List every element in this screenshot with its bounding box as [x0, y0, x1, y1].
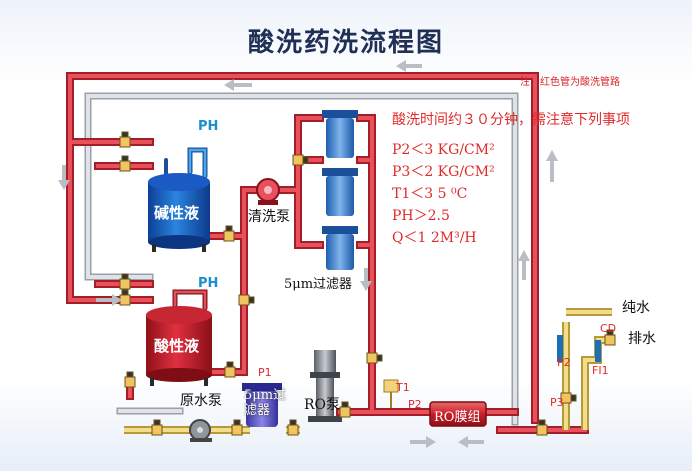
raw-water-pump	[189, 419, 212, 442]
valve	[339, 401, 351, 418]
valve	[151, 419, 163, 436]
page-title: 酸洗药洗流程图	[247, 28, 444, 58]
pure-water-label: 纯水	[622, 300, 650, 316]
arrow-down	[58, 165, 70, 190]
ph-label-bottom: PH	[198, 276, 219, 291]
valve	[560, 392, 577, 404]
valve	[124, 371, 136, 388]
acid-tank	[146, 306, 212, 386]
p3-gauge-label: P3	[550, 396, 564, 409]
valve	[223, 225, 235, 242]
valve	[119, 131, 131, 148]
filter-cartridge-1	[322, 110, 358, 158]
drain-label: 排水	[628, 331, 656, 347]
cleaning-pump-label: 清洗泵	[248, 209, 290, 225]
small-filter	[242, 383, 282, 427]
arrow-up	[518, 250, 530, 280]
fi1-meter-label: FI1	[592, 364, 609, 377]
raw-pump-label: 原水泵	[180, 393, 222, 409]
filter-label: 5μm过滤器	[284, 277, 353, 292]
acid-pipes	[66, 72, 589, 434]
arrow-up	[546, 150, 558, 182]
p2-gauge-label: P2	[408, 398, 422, 411]
arrow-down	[360, 268, 372, 291]
cleaning-pump	[256, 178, 280, 205]
ro-pump	[308, 350, 342, 422]
cd-sensor-label: CD	[600, 322, 617, 335]
alkali-tank	[148, 173, 210, 252]
requirement-item: T1＜3 5 ⁰C	[392, 186, 468, 202]
t1-sensor	[383, 379, 399, 408]
p1-gauge-label: P1	[258, 366, 272, 379]
ro-pump-label: RO泵	[304, 397, 341, 413]
requirements-header: 酸洗时间约３０分钟，需注意下列事项	[392, 112, 630, 128]
valve	[366, 352, 383, 364]
arrow-right	[410, 436, 436, 448]
t1-sensor-label: T1	[396, 381, 410, 394]
valve	[119, 273, 131, 290]
valves	[119, 131, 616, 436]
small-filter-label: 5μm过 滤器	[244, 388, 287, 418]
valve	[231, 419, 243, 436]
ro-membrane-label: RO膜组	[434, 410, 481, 425]
valve	[287, 419, 299, 436]
alkali-tank-label: 碱性液	[154, 204, 200, 222]
pipe-legend-note: 注：红色管为酸洗管路	[520, 77, 620, 88]
valve	[238, 294, 255, 306]
ph-label-top: PH	[198, 119, 219, 134]
requirement-item: P2＜3 KG/CM²	[392, 142, 495, 158]
filter-cartridge-3	[322, 226, 358, 270]
requirement-item: Q＜1 2M³/H	[392, 230, 477, 246]
valve	[119, 289, 131, 306]
p2-right-gauge-label: P2	[557, 356, 571, 369]
valve	[536, 419, 548, 436]
acid-tank-label: 酸性液	[154, 337, 200, 355]
grey-pipes	[84, 92, 519, 426]
arrow-left	[458, 436, 484, 448]
ph-lines	[164, 147, 208, 311]
arrow-right	[96, 294, 122, 306]
filter-cartridge-2	[322, 168, 358, 216]
valve	[604, 329, 616, 346]
requirement-item: PH＞2.5	[392, 208, 450, 224]
flow-arrows	[58, 60, 558, 448]
ro-membrane	[429, 401, 487, 427]
filter-cartridges	[322, 110, 358, 270]
valve	[119, 155, 131, 172]
requirement-item: P3＜2 KG/CM²	[392, 164, 495, 180]
arrow-left	[396, 60, 422, 72]
valve	[224, 361, 236, 378]
valve	[292, 154, 309, 166]
arrow-left	[224, 79, 252, 91]
